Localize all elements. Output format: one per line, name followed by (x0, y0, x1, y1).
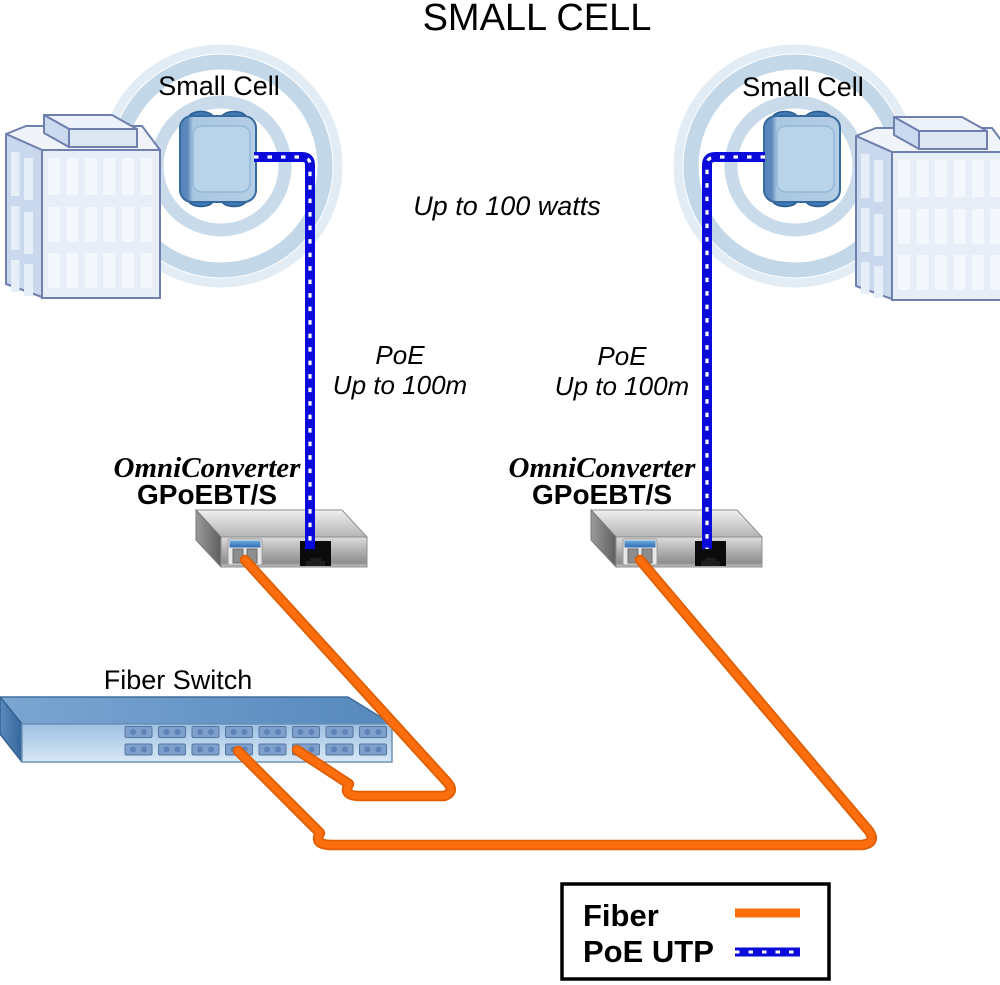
converter-model-left: GPoEBT/S (137, 479, 277, 510)
poe-label-left-line1: PoE (375, 340, 425, 370)
poe-label-left-line2: Up to 100m (333, 370, 467, 400)
small-cell-device-right (763, 110, 841, 208)
converter-brand-right: OmniConverter (509, 452, 697, 484)
legend-box (560, 882, 831, 981)
legend-label-fiber: Fiber (583, 898, 659, 933)
small-cell-label-left: Small Cell (158, 71, 280, 101)
poe-cable-right (702, 152, 765, 549)
diagram-title: SMALL CELL (423, 0, 652, 39)
converter-model-right: GPoEBT/S (532, 479, 672, 510)
omniconverter-right (590, 509, 763, 568)
building-right (855, 116, 1000, 301)
fiber-switch (0, 696, 393, 763)
poe-label-right-line2: Up to 100m (555, 371, 689, 401)
legend-label-poe-utp: PoE UTP (583, 934, 714, 969)
small-cell-label-right: Small Cell (742, 72, 864, 102)
building-left (5, 114, 161, 299)
converter-brand-left: OmniConverter (114, 452, 302, 484)
omniconverter-left (195, 509, 368, 568)
poe-cable-left (254, 152, 315, 549)
fiber-switch-label: Fiber Switch (104, 665, 253, 695)
poe-label-right-line1: PoE (597, 341, 647, 371)
fiber-cable-right (232, 554, 877, 851)
legend: Fiber PoE UTP (560, 882, 831, 981)
watts-annotation: Up to 100 watts (413, 191, 601, 221)
fiber-cable-left (239, 554, 457, 802)
small-cell-device-left (179, 110, 257, 208)
